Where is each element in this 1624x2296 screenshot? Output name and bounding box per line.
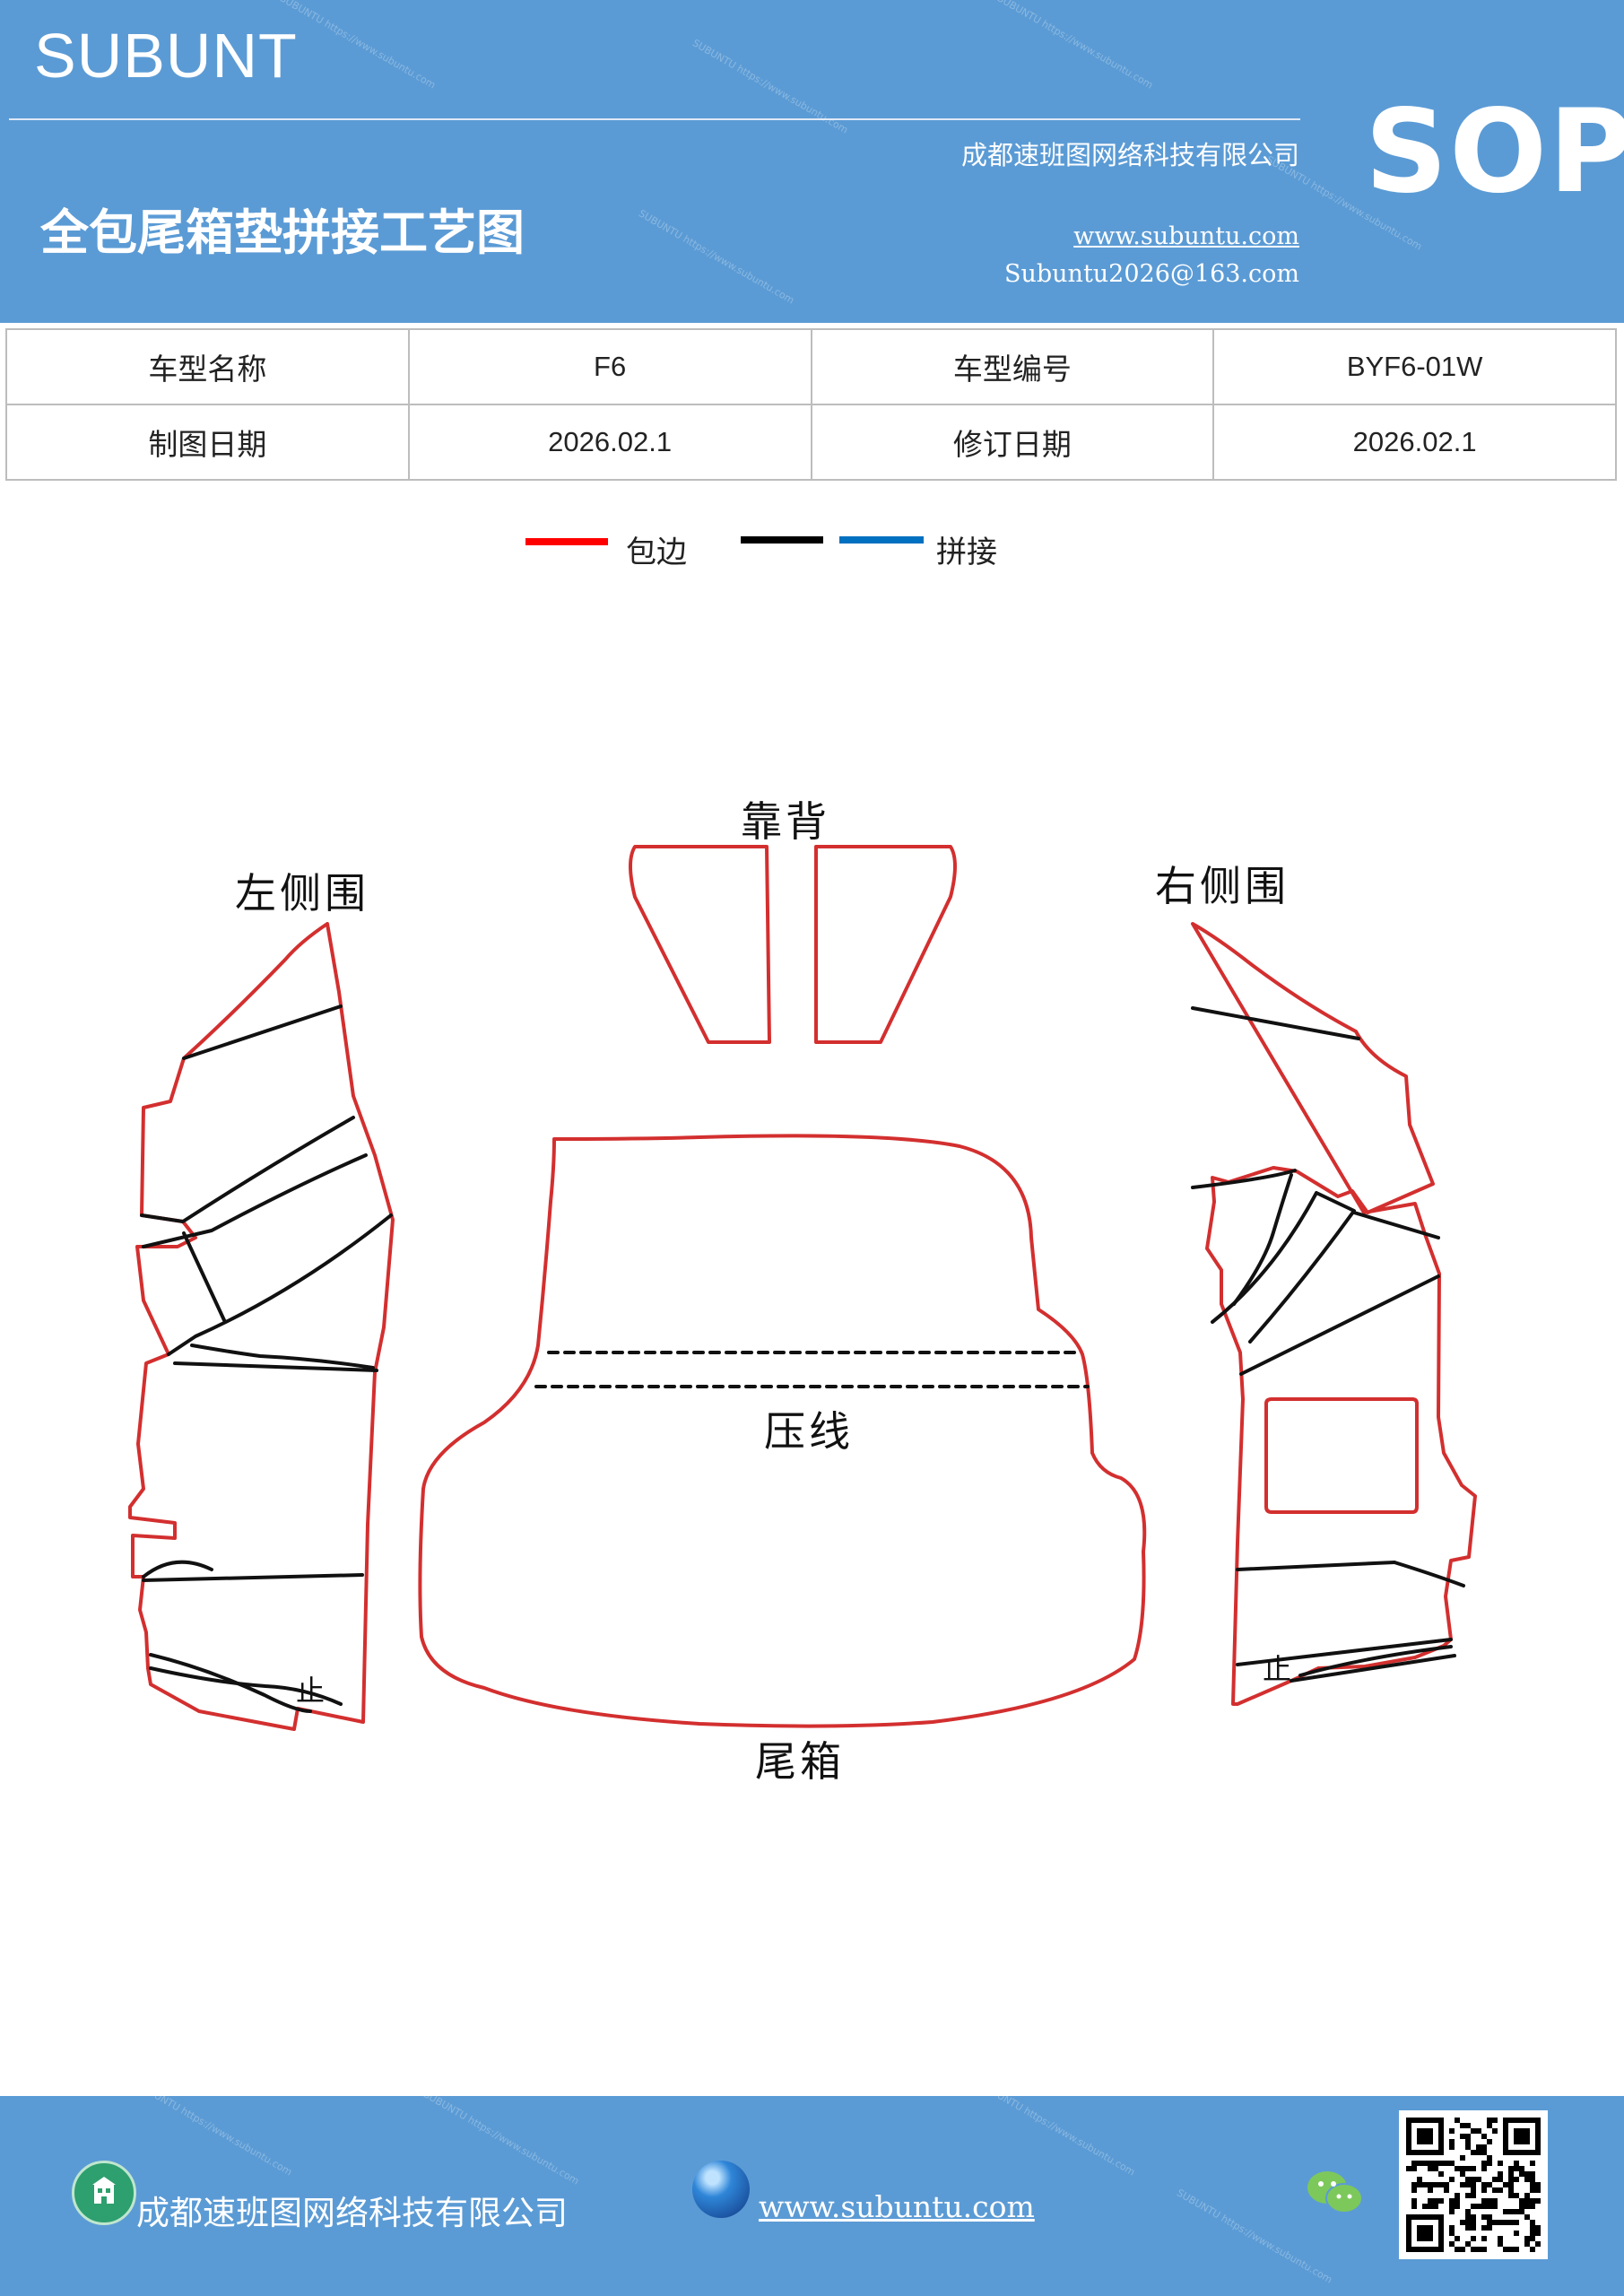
footer-company-name: 成都速班图网络科技有限公司	[136, 2194, 568, 2232]
building-icon	[72, 2161, 136, 2225]
backrest-right-piece	[814, 845, 957, 1044]
brand-logo-text: SUBUNT	[34, 21, 298, 91]
model-name-value: F6	[407, 328, 812, 405]
model-code-label: 车型编号	[810, 328, 1215, 405]
wechat-icon[interactable]	[1305, 2168, 1366, 2218]
header-company-name: 成都速班图网络科技有限公司	[960, 140, 1299, 170]
globe-icon	[692, 2161, 750, 2218]
label-left-side: 左侧围	[235, 869, 369, 918]
label-trunk: 尾箱	[755, 1737, 845, 1786]
revision-date-label: 修订日期	[810, 404, 1215, 481]
label-press-line: 压线	[764, 1407, 854, 1456]
label-right-side: 右侧围	[1155, 862, 1290, 910]
backrest-left-piece	[629, 845, 771, 1044]
watermark: SUBUNTU https://www.subuntu.com	[690, 37, 850, 136]
mat-diagram: 左侧围 靠背 右侧围 压线 尾箱 止 止	[0, 771, 1624, 1812]
label-stop-right: 止	[1263, 1652, 1296, 1686]
watermark: SUBUNTU https://www.subuntu.com	[977, 2079, 1137, 2179]
trunk-piece	[418, 1134, 1147, 1728]
watermark: SUBUNTU https://www.subuntu.com	[421, 2088, 581, 2187]
drawing-date-value: 2026.02.1	[407, 404, 812, 481]
footer-banner: 成都速班图网络科技有限公司 www.subuntu.com SUBUNTU ht…	[0, 2079, 1624, 2296]
vehicle-info-table: 车型名称 F6 车型编号 BYF6-01W 制图日期 2026.02.1 修订日…	[5, 328, 1617, 481]
label-backrest: 靠背	[741, 797, 830, 846]
qr-code[interactable]	[1399, 2110, 1548, 2259]
table-row: 制图日期 2026.02.1 修订日期 2026.02.1	[5, 404, 1617, 481]
revision-date-value: 2026.02.1	[1212, 404, 1617, 481]
sop-badge: SOP	[1365, 85, 1624, 219]
model-code-value: BYF6-01W	[1212, 328, 1617, 405]
watermark: SUBUNTU https://www.subuntu.com	[995, 0, 1155, 91]
legend: 包边 拼接	[0, 520, 1624, 583]
mat-pieces-svg	[128, 845, 1477, 1731]
header-email[interactable]: Subuntu2026@163.com	[1004, 260, 1299, 288]
table-row: 车型名称 F6 车型编号 BYF6-01W	[5, 328, 1617, 405]
legend-swatch-edge	[525, 538, 608, 545]
header-banner: SUBUNT 成都速班图网络科技有限公司 全包尾箱垫拼接工艺图 www.subu…	[0, 0, 1624, 323]
watermark: SUBUNTU https://www.subuntu.com	[135, 2079, 294, 2179]
legend-label-edge: 包边	[626, 535, 687, 570]
document-title: 全包尾箱垫拼接工艺图	[40, 204, 525, 261]
legend-label-seam: 拼接	[936, 535, 997, 570]
model-name-label: 车型名称	[5, 328, 410, 405]
legend-swatch-black	[741, 536, 823, 544]
watermark: SUBUNTU https://www.subuntu.com	[637, 207, 796, 307]
legend-swatch-seam	[839, 536, 924, 544]
qr-code-image	[1406, 2118, 1541, 2252]
watermark: SUBUNTU https://www.subuntu.com	[278, 0, 438, 91]
drawing-date-label: 制图日期	[5, 404, 410, 481]
label-stop-left: 止	[296, 1674, 329, 1708]
header-website-link[interactable]: www.subuntu.com	[1073, 222, 1299, 250]
footer-website-link[interactable]: www.subuntu.com	[759, 2189, 1035, 2224]
header-divider	[9, 118, 1300, 120]
right-side-piece	[1191, 922, 1477, 1706]
right-side-window	[1264, 1397, 1419, 1514]
left-side-piece	[128, 922, 395, 1731]
